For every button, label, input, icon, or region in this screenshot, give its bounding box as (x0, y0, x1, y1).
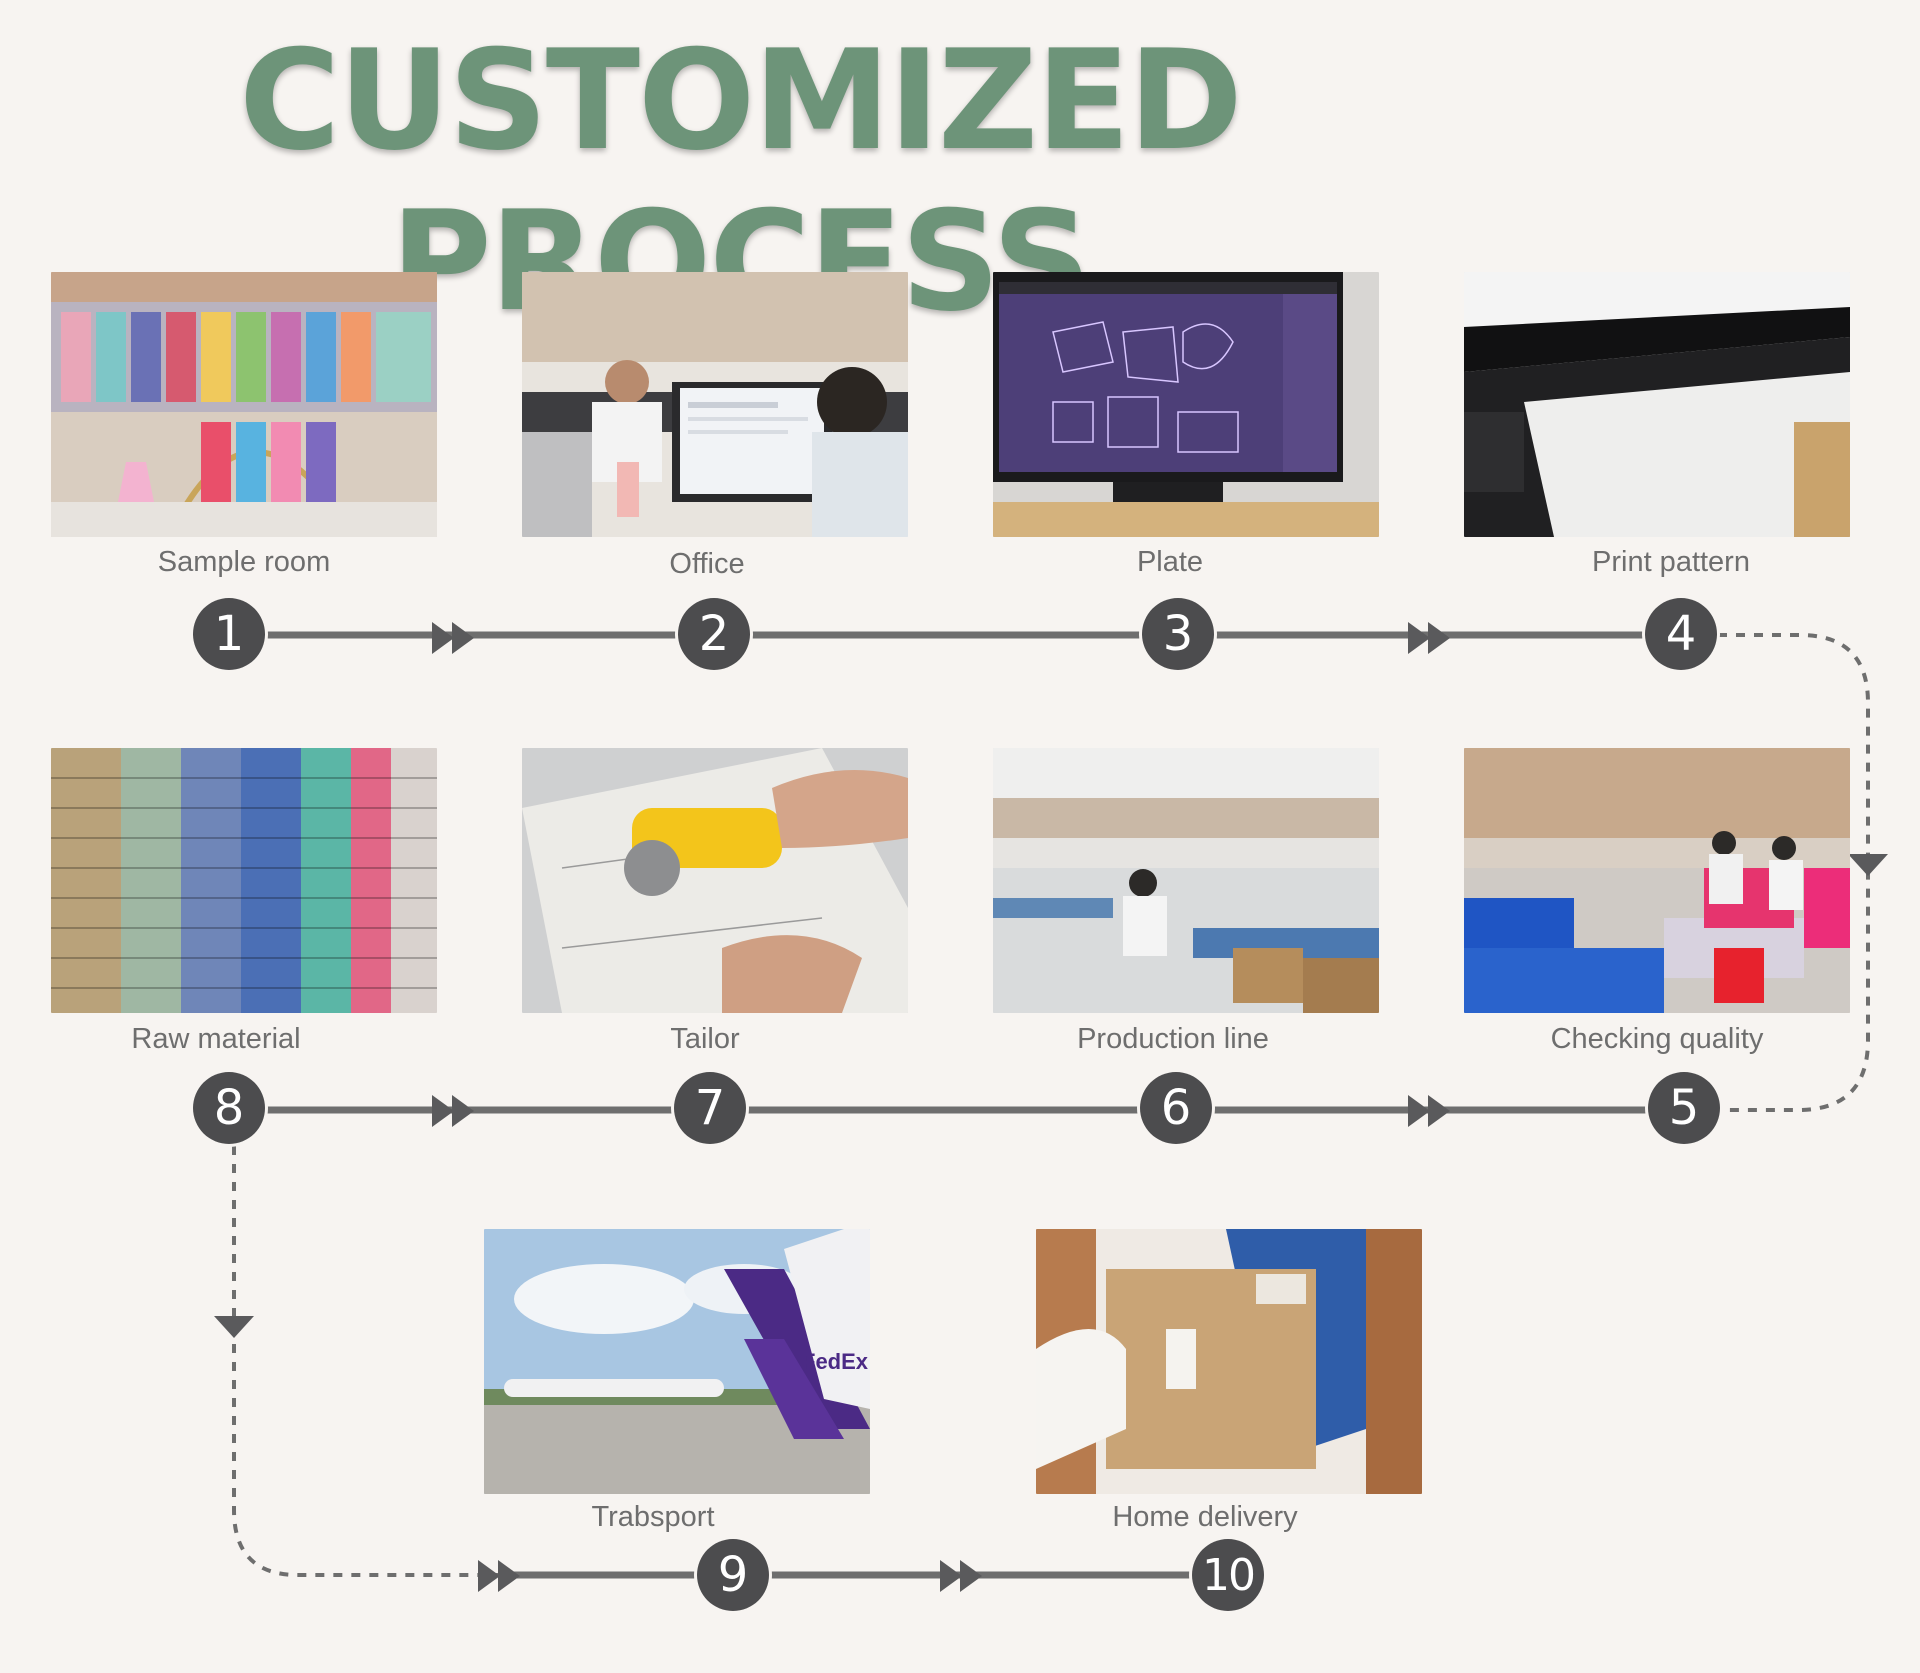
arrow-6-5 (1408, 1095, 1450, 1127)
step-10-label: Home delivery (1112, 1501, 1298, 1533)
step-3-label: Plate (1136, 546, 1204, 578)
photo-sample-room (51, 272, 437, 537)
fedex-logo-text: FedEx (802, 1349, 869, 1374)
arrow-3-4 (1408, 622, 1450, 654)
step-6-label: Production line (1077, 1023, 1269, 1055)
photo-plate (993, 272, 1379, 537)
step-7-label: Tailor (670, 1023, 740, 1055)
step-2-badge: 2 (678, 598, 750, 670)
photo-raw-material (51, 748, 437, 1013)
photo-print-pattern (1464, 272, 1850, 537)
photo-home-delivery (1036, 1229, 1422, 1494)
page-title: CUSTOMIZED PROCESS (239, 20, 1243, 342)
photo-checking-quality (1464, 748, 1850, 1013)
step-8-badge: 8 (193, 1072, 265, 1144)
step-6-badge: 6 (1140, 1072, 1212, 1144)
step-5-label: Checking quality (1550, 1023, 1764, 1055)
arrow-into-9 (478, 1560, 520, 1592)
arrow-down-right (1848, 854, 1888, 876)
step-9-badge: 9 (697, 1539, 769, 1611)
photo-transport: FedEx (484, 1229, 870, 1494)
arrow-down-left (214, 1316, 254, 1338)
photo-tailor (522, 748, 908, 1013)
step-3-badge: 3 (1142, 598, 1214, 670)
step-8-label: Raw material (131, 1023, 301, 1055)
step-9-label: Trabsport (591, 1501, 715, 1533)
arrow-1-2 (432, 622, 474, 654)
photo-production-line (993, 748, 1379, 1013)
step-1-label: Sample room (157, 546, 331, 578)
step-10-badge: 10 (1192, 1539, 1264, 1611)
step-7-badge: 7 (674, 1072, 746, 1144)
step-5-badge: 5 (1648, 1072, 1720, 1144)
step-4-badge: 4 (1645, 598, 1717, 670)
step-1-badge: 1 (193, 598, 265, 670)
dashed-8-9 (232, 1146, 500, 1577)
arrow-8-7 (432, 1095, 474, 1127)
arrow-9-10 (940, 1560, 982, 1592)
step-4-label: Print pattern (1592, 546, 1750, 578)
photo-office (522, 272, 908, 537)
step-2-label: Office (669, 548, 745, 580)
